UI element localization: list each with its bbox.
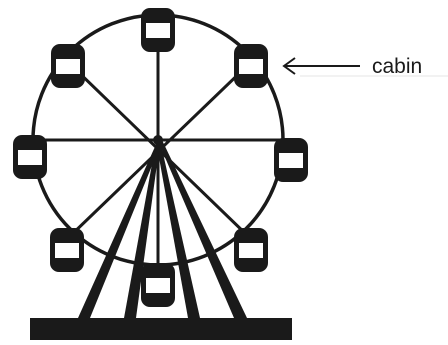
cabin [141,263,175,307]
cabin [50,228,84,272]
cabins [13,8,308,307]
wheel-hub [153,135,163,145]
cabin [51,44,85,88]
cabin [141,8,175,52]
cabin [234,228,268,272]
wheel-base [30,318,292,340]
cabin [13,135,47,179]
label-arrow [282,57,360,75]
cabin-label: cabin [372,55,422,78]
cabin [234,44,268,88]
support-legs [78,140,247,318]
cabin [274,138,308,182]
